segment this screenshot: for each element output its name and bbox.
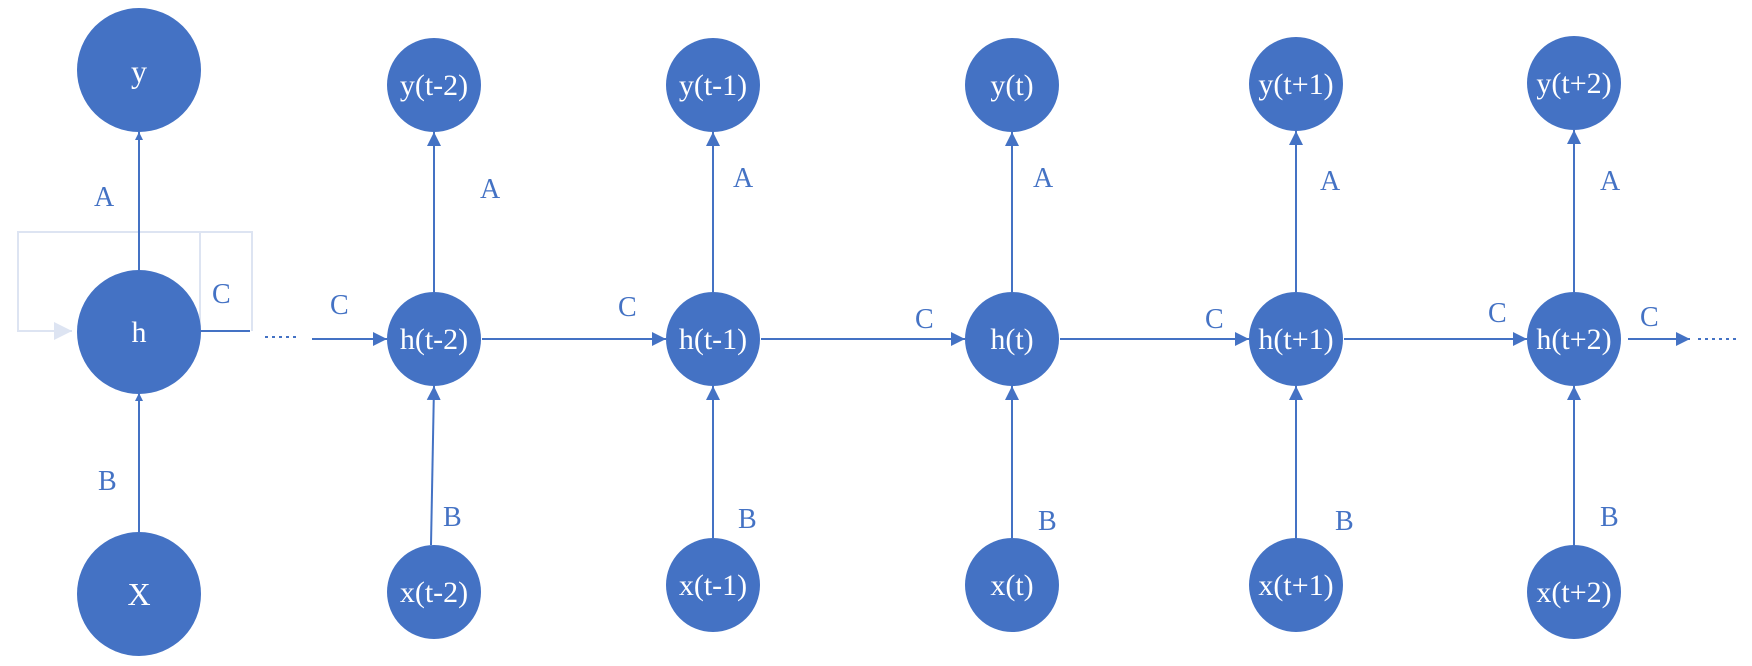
hidden-node: h(t-1)	[666, 292, 760, 386]
edge-label-input: B	[1335, 506, 1354, 537]
hidden-node: h(t+1)	[1249, 292, 1343, 386]
input-node: x(t-2)	[387, 545, 481, 639]
edge-label-output: A	[1600, 166, 1621, 197]
edge-label-input: B	[443, 502, 462, 533]
hidden-node: h(t)	[965, 292, 1059, 386]
output-node-label: y(t+2)	[1536, 67, 1611, 100]
edge-label-recurrent: C	[1488, 298, 1507, 329]
edge-label-output: A	[480, 174, 501, 205]
edge-input-to-hidden	[426, 385, 441, 546]
input-node: x(t)	[965, 538, 1059, 632]
output-node: y(t-2)	[387, 38, 481, 132]
time-step: y(t-1) h(t-1) x(t-1) A B C	[482, 38, 760, 632]
output-node-label: y(t-2)	[400, 69, 468, 102]
unfolded-rnn: y(t-2) h(t-2) x(t-2) A B Cy(t-1) h(t-1) x(t-1) A…	[312, 36, 1621, 639]
hidden-node: h	[77, 270, 201, 394]
edge-label-recurrent: C	[212, 279, 231, 310]
recurrent-loop	[17, 231, 253, 331]
edge-label-input: B	[1600, 502, 1619, 533]
hidden-node: h(t-2)	[387, 292, 481, 386]
output-node-label: y	[131, 53, 147, 89]
output-node: y(t-1)	[666, 38, 760, 132]
input-node-label: x(t+2)	[1536, 576, 1611, 609]
input-node-label: x(t)	[990, 569, 1033, 602]
input-node: x(t+2)	[1527, 545, 1621, 639]
input-node-label: x(t+1)	[1258, 569, 1333, 602]
folded-rnn: y h X A C B	[17, 8, 253, 656]
output-node-label: y(t+1)	[1258, 68, 1333, 101]
time-step: y(t-2) h(t-2) x(t-2) A B C	[312, 38, 501, 639]
input-node: x(t-1)	[666, 538, 760, 632]
input-node-label: X	[127, 576, 150, 612]
hidden-node-label: h	[132, 316, 147, 349]
input-node: x(t+1)	[1249, 538, 1343, 632]
time-step: y(t) h(t) x(t) A B C	[761, 38, 1059, 632]
output-node-label: y(t-1)	[679, 69, 747, 102]
edge-label-recurrent: C	[1205, 304, 1224, 335]
edge-label-output: A	[1320, 166, 1341, 197]
edge-label-trailing: C	[1640, 302, 1659, 333]
edge-label-input: B	[98, 466, 117, 497]
edge-label-input: B	[1038, 506, 1057, 537]
time-step: y(t+2) h(t+2) x(t+2) A B C	[1344, 36, 1621, 639]
edge-label-recurrent: C	[618, 292, 637, 323]
input-node: X	[77, 532, 201, 656]
input-node-label: x(t-2)	[400, 576, 468, 609]
edge-label-output: A	[733, 163, 754, 194]
edge-label-input: B	[738, 504, 757, 535]
output-node: y	[77, 8, 201, 132]
hidden-node-label: h(t-1)	[679, 323, 747, 356]
hidden-node-label: h(t+1)	[1258, 323, 1333, 356]
hidden-node-label: h(t+2)	[1536, 323, 1611, 356]
edge-label-recurrent: C	[330, 290, 349, 321]
edge-label-recurrent: C	[915, 304, 934, 335]
time-step: y(t+1) h(t+1) x(t+1) A B C	[1060, 37, 1354, 632]
output-node: y(t+2)	[1527, 36, 1621, 130]
input-node-label: x(t-1)	[679, 569, 747, 602]
hidden-node: h(t+2)	[1527, 292, 1621, 386]
hidden-node-label: h(t)	[990, 323, 1033, 356]
output-node-label: y(t)	[990, 69, 1033, 102]
output-node: y(t+1)	[1249, 37, 1343, 131]
hidden-node-label: h(t-2)	[400, 323, 468, 356]
edge-label-output: A	[1033, 163, 1054, 194]
edge-label-output: A	[94, 182, 115, 213]
output-node: y(t)	[965, 38, 1059, 132]
